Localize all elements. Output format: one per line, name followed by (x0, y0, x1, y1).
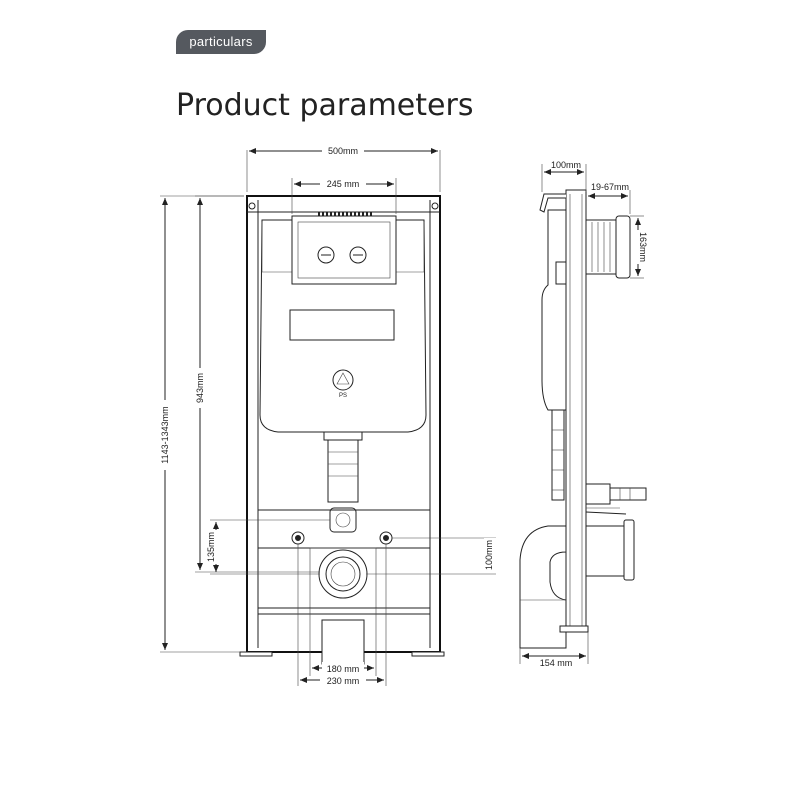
logo-text: PS (339, 393, 347, 399)
side-tank (541, 209, 567, 411)
particulars-tag: particulars (176, 30, 266, 54)
side-view: 100mm 19-67mm 163mm 154 mm (519, 160, 648, 668)
front-view: PS 500mm 245 mm (159, 144, 496, 686)
frame-foot-right (411, 651, 445, 657)
side-frame (565, 189, 587, 631)
dim-panel-width: 245 mm (327, 179, 360, 189)
flush-connector (585, 219, 617, 275)
certification-logo-icon (332, 369, 354, 391)
tank-window (289, 309, 395, 341)
dim-flush-pipe-height: 163mm (638, 232, 648, 262)
page-title: Product parameters (176, 88, 474, 123)
drain-elbow (519, 525, 567, 649)
dim-bolt-spacing-outer: 230 mm (327, 676, 360, 686)
flush-plate (291, 215, 397, 285)
dim-wall-adjust: 19-67mm (591, 182, 629, 192)
dim-width-total: 500mm (328, 146, 358, 156)
drain-spigot (585, 525, 625, 577)
dim-outlet-height: 100mm (484, 540, 494, 570)
bottom-pipe (321, 619, 365, 665)
dim-height-range: 1143-1343mm (160, 406, 170, 463)
dim-bolt-height: 135mm (206, 532, 216, 562)
dim-depth-top: 100mm (551, 160, 581, 170)
flush-flange (615, 215, 631, 279)
water-inlet (609, 487, 647, 501)
drain-pipe (327, 439, 359, 503)
dim-depth-bottom: 154 mm (540, 658, 573, 668)
dim-tank-height: 943mm (195, 373, 205, 403)
dim-bolt-spacing-inner: 180 mm (327, 664, 360, 674)
frame-foot-left (239, 651, 273, 657)
